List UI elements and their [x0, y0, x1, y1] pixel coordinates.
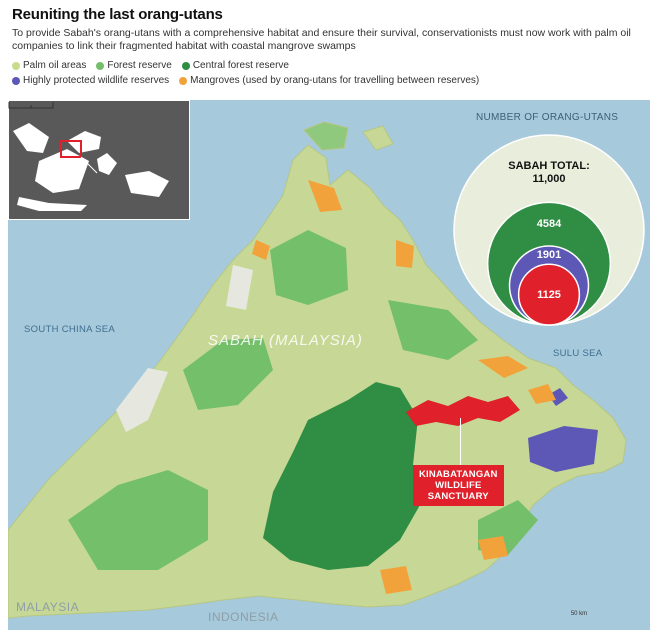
sabah-label: SABAH (MALAYSIA) — [208, 332, 363, 349]
central-forest-reserve — [263, 382, 420, 570]
mangrove-area — [396, 240, 414, 268]
indonesia-label: INDONESIA — [208, 610, 279, 624]
locator-inset-map — [8, 100, 190, 220]
page-subtitle: To provide Sabah's orang-utans with a co… — [12, 27, 631, 52]
inset-landmass — [13, 123, 49, 153]
mangrove-area — [478, 536, 508, 560]
legend-swatch-central-forest — [181, 61, 190, 70]
bubble-label-4584: 4584 — [536, 218, 562, 231]
legend: Palm oil areas Forest reserve Central fo… — [12, 58, 642, 88]
kinabatangan-callout: KINABATANGAN WILDLIFE SANCTUARY — [413, 465, 504, 506]
bubble-svg — [453, 134, 645, 326]
northern-island — [362, 125, 394, 151]
sulu-sea-label: SULU SEA — [553, 348, 603, 359]
sabah-map: SOUTH CHINA SEA SULU SEA SABAH (MALAYSIA… — [8, 100, 650, 630]
mangrove-area — [252, 240, 270, 260]
protected-reserve-area — [528, 426, 598, 472]
bubble-label-1125: 1125 — [537, 288, 561, 301]
forest-reserve-area — [388, 300, 478, 360]
highland-area — [116, 368, 168, 432]
malaysia-label: MALAYSIA — [16, 600, 80, 614]
mangrove-area — [380, 566, 412, 594]
kinabatangan-sanctuary-area — [406, 396, 520, 426]
scale-label: 50 km — [570, 611, 588, 617]
total-label: SABAH TOTAL: 11,000 — [508, 160, 589, 186]
callout-line2: WILDLIFE — [435, 480, 482, 491]
inset-landmass — [67, 131, 101, 153]
legend-label-forest-reserve: Forest reserve — [107, 60, 172, 71]
locator-drawing — [13, 123, 169, 211]
mangrove-area — [308, 180, 342, 212]
legend-label-palm-oil: Palm oil areas — [23, 60, 87, 71]
chart-title: NUMBER OF ORANG-UTANS — [476, 112, 619, 123]
inset-landmass — [97, 153, 117, 175]
scale-bar — [8, 102, 54, 109]
legend-swatch-palm-oil — [12, 61, 20, 70]
total-label-line2: 11,000 — [532, 173, 566, 185]
legend-item-palm-oil: Palm oil areas — [12, 58, 86, 73]
bubble-label-1901: 1901 — [536, 249, 562, 262]
mangrove-area — [478, 356, 528, 378]
legend-item-protected-reserves: Highly protected wildlife reserves — [12, 73, 169, 88]
mangrove-area — [528, 384, 556, 404]
legend-label-mangroves: Mangroves (used by orang-utans for trave… — [190, 75, 480, 86]
inset-sabah-highlight — [60, 140, 82, 158]
south-china-sea-label: SOUTH CHINA SEA — [24, 324, 116, 335]
orangutan-bubble-chart: SABAH TOTAL: 11,000 4584 1901 1125 — [449, 130, 649, 360]
inset-landmass — [35, 149, 89, 193]
inset-landmass — [125, 171, 169, 197]
legend-label-protected-reserves: Highly protected wildlife reserves — [23, 75, 170, 86]
bubble-1125 — [517, 263, 581, 326]
callout-line1: KINABATANGAN — [419, 469, 498, 480]
legend-swatch-protected-reserves — [12, 76, 20, 85]
northern-island — [303, 121, 349, 151]
legend-swatch-mangroves — [179, 76, 188, 85]
protected-reserve-area — [548, 388, 568, 406]
callout-pointer-line — [460, 418, 461, 466]
inset-pointer — [80, 156, 98, 174]
legend-item-central-forest: Central forest reserve — [181, 58, 289, 73]
legend-swatch-forest-reserve — [96, 61, 105, 70]
forest-reserve-area — [68, 470, 208, 570]
forest-reserve-area — [183, 338, 273, 410]
callout-line3: SANCTUARY — [427, 491, 489, 502]
forest-reserve-area — [270, 230, 348, 305]
highland-area — [226, 265, 253, 310]
legend-item-forest-reserve: Forest reserve — [96, 58, 172, 73]
inset-landmass — [17, 197, 87, 211]
legend-label-central-forest: Central forest reserve — [192, 60, 289, 71]
legend-item-mangroves: Mangroves (used by orang-utans for trave… — [179, 73, 479, 88]
page-title: Reuniting the last orang-utans — [12, 6, 223, 23]
total-label-line1: SABAH TOTAL: — [508, 160, 590, 172]
